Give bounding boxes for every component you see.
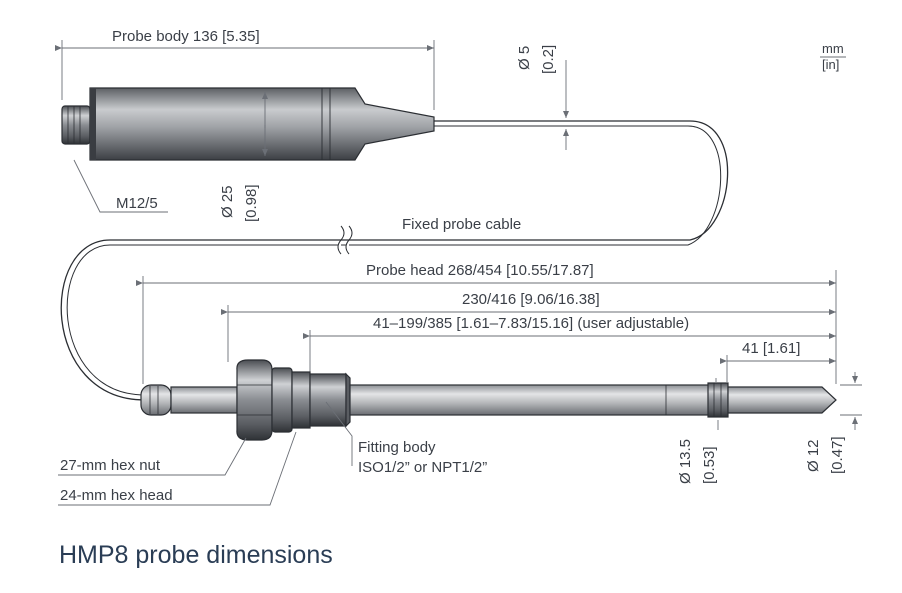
- cable-break-mark: [337, 225, 353, 255]
- adjustable-length-label: 41–199/385 [1.61–7.83/15.16] (user adjus…: [373, 315, 689, 332]
- fitting-body-label: Fitting body: [358, 439, 436, 456]
- fitting-body: [309, 373, 347, 427]
- m12-connector-label: M12/5: [116, 195, 158, 212]
- length-230-label: 230/416 [9.06/16.38]: [462, 291, 600, 308]
- hex-head: [271, 367, 293, 433]
- unit-in-label: [in]: [822, 57, 839, 72]
- body-diameter-label: Ø 25: [219, 185, 236, 218]
- hex-nut: [236, 359, 273, 441]
- m12-connector: [61, 105, 91, 145]
- unit-mm-label: mm: [822, 41, 844, 56]
- tip-diameter-label: Ø 12: [805, 439, 822, 472]
- figure-caption: HMP8 probe dimensions: [59, 541, 333, 569]
- probe-body: [61, 87, 435, 161]
- hex-nut-label: 27-mm hex nut: [60, 457, 161, 474]
- probe-tube: [349, 384, 711, 416]
- tip-diameter-inch-label: [0.47]: [829, 436, 846, 474]
- cable-label: Fixed probe cable: [402, 216, 521, 233]
- tube-diameter-inch-label: [0.53]: [701, 446, 718, 484]
- probe-cable: [60, 120, 729, 401]
- probe-head: [140, 359, 837, 441]
- hex-head-label: 24-mm hex head: [60, 487, 173, 504]
- probe-head-length-label: Probe head 268/454 [10.55/17.87]: [366, 262, 594, 279]
- cable-diameter-label: Ø 5: [516, 46, 533, 70]
- body-diameter-inch-label: [0.98]: [243, 184, 260, 222]
- fitting-thread-label: ISO1/2” or NPT1/2”: [358, 459, 487, 476]
- length-41-label: 41 [1.61]: [742, 340, 800, 357]
- tube-diameter-label: Ø 13.5: [677, 439, 694, 484]
- probe-body-length-label: Probe body 136 [5.35]: [112, 28, 260, 45]
- probe-tip: [727, 386, 837, 414]
- cable-diameter-inch-label: [0.2]: [540, 45, 557, 74]
